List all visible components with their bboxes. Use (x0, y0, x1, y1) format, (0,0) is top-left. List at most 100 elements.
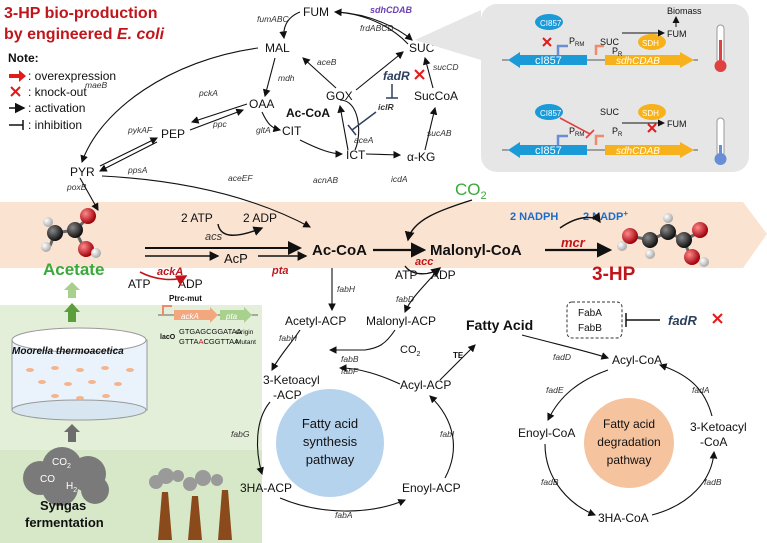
metabolite-2atp: 2 ATP (181, 211, 213, 225)
metabolite-ac-coa: Ac-CoA (312, 242, 367, 259)
enzyme-aceb: aceB (317, 57, 337, 67)
main-pathway-band (0, 202, 767, 268)
syngas-label-1: Syngas (40, 498, 86, 513)
enzyme-fumabc: fumABC (257, 14, 290, 24)
syngas-cloud (23, 447, 109, 506)
acka-gene-label: ackA (181, 312, 199, 321)
metabolite-akg: α-KG (407, 150, 435, 164)
enzyme-labels: fumABC frdABCD mdh aceB iclR sucCD sucAB… (66, 14, 459, 192)
overexpression-arrow-icon (9, 70, 26, 82)
enzyme-fadr-top: fadR (383, 69, 410, 83)
sdh-blocked-x-icon (647, 123, 657, 133)
enzyme-fabf: fabF (341, 366, 359, 376)
prm-label-top: PRM (569, 36, 584, 48)
metabolite-nadph: 2 NADPH (510, 211, 558, 223)
prm-promoter-top (556, 44, 568, 55)
enzyme-pta: pta (271, 265, 289, 277)
inhibition-bar-icon (9, 120, 24, 130)
sdhcdab-gene-bottom-label: sdhCDAB (616, 146, 660, 157)
sdh-protein-bottom-label: SDH (642, 109, 659, 118)
metabolite-ac-coa-top: Ac-CoA (286, 106, 330, 120)
metabolite-malonyl-coa: Malonyl-CoA (430, 242, 522, 259)
syngas-label-2: fermentation (25, 515, 104, 530)
faba-fabb-box (566, 301, 623, 339)
thermometer-hot-icon (714, 24, 727, 72)
enzyme-sdhcdab: sdhCDAB (370, 5, 412, 15)
seq-mutant: GTTAACGGTTAA (179, 337, 239, 346)
enzyme-aceef: aceEF (228, 173, 253, 183)
enzyme-mdh: mdh (278, 73, 295, 83)
metabolite-2adp: 2 ADP (243, 211, 277, 225)
metabolite-co2-band: CO2 (455, 180, 487, 202)
legend-inhibition: : inhibition (28, 118, 82, 132)
co2-synthesis: CO2 (400, 344, 421, 358)
enzyme-ppc: ppc (212, 119, 227, 129)
metabolite-acp: AcP (224, 251, 248, 266)
metabolite-mal: MAL (265, 41, 290, 55)
fum-label-top: FUM (667, 29, 687, 39)
title-line2: by engineered E. coli (4, 26, 165, 43)
sdhcdab-gene-top-label: sdhCDAB (616, 56, 660, 67)
enzyme-glta: gltA (256, 125, 271, 135)
up-arrow-dark-icon (64, 303, 80, 322)
synthesis-center-3: pathway (306, 452, 355, 467)
fum-label-bottom: FUM (667, 119, 687, 129)
tca-arrows (79, 8, 438, 228)
mutant-label: Mutant (236, 339, 256, 346)
enzyme-fabg: fabG (231, 429, 250, 439)
circuit-callout (415, 10, 481, 60)
enzyme-ppsa: ppsA (127, 165, 148, 175)
degradation-enzymes: fadD fadE fadA fadB fadB (541, 352, 722, 487)
enzyme-pykaf: pykAF (127, 125, 153, 135)
enzyme-fadd: fadD (553, 352, 571, 362)
acyl-acp: Acyl-ACP (400, 378, 451, 392)
enzyme-fada: fadA (692, 385, 710, 395)
thermometer-cold-icon (714, 117, 727, 165)
ci857-protein-bottom-label: CI857 (540, 109, 562, 118)
pta-gene-label: pta (225, 312, 238, 321)
bioreactor-vessel (11, 327, 148, 421)
ci857-gene-top (508, 52, 587, 68)
enzyme-acea: aceA (354, 135, 374, 145)
enzyme-fadb-left: fadB (541, 477, 559, 487)
ci857-protein-top-label: CI857 (540, 19, 562, 28)
ci857-gene-top-label: cI857 (535, 55, 562, 67)
title-line1: 3-HP bio-production (4, 5, 157, 22)
degradation-center-3: pathway (607, 453, 652, 467)
fadr-knockout-bottom-x-icon (712, 313, 723, 324)
3hp-molecule (617, 213, 709, 267)
pr-promoter-top (594, 44, 604, 55)
sdhcdab-gene-top (605, 52, 694, 68)
enzyme-iclr: iclR (378, 102, 394, 112)
metabolite-labels: FUM MAL SUC OAA GOX Ac-CoA SucCoA PEP CI… (70, 5, 458, 179)
legend-activation: : activation (28, 101, 85, 115)
moorella-label: Moorella thermoacetica (12, 346, 124, 357)
suc-label-top: SUC (600, 37, 620, 47)
enzyme-poxb: poxB (66, 182, 87, 192)
degradation-arrows (521, 334, 718, 517)
acka-arrow (139, 271, 188, 286)
enzyme-fabh-b: fabH (279, 333, 298, 343)
fab-b-protein: FabB (578, 323, 602, 334)
ci857-repression (559, 117, 595, 139)
metabolite-cit: CIT (282, 124, 302, 138)
metabolite-3hp: 3-HP (592, 264, 636, 285)
acyl-coa: Acyl-CoA (612, 353, 662, 367)
main-flux-arrows (145, 199, 613, 278)
enzyme-fabi: fabI (440, 429, 455, 439)
enzyme-acka: ackA (157, 266, 183, 278)
3ha-acp: 3HA-ACP (240, 481, 292, 495)
metabolite-adp: ADP (178, 277, 203, 291)
enzyme-mcr: mcr (561, 235, 586, 250)
ci857-gene-bottom (508, 142, 587, 158)
syngas-co: CO (40, 474, 55, 485)
synthesis-enzymes: fabH fabD fabH fabB fabF fabG fabA fabI (231, 284, 455, 520)
malonyl-acp: Malonyl-ACP (366, 314, 436, 328)
smokestacks-icon (149, 468, 232, 540)
enzyme-fade: fadE (546, 385, 564, 395)
prm-promoter-bottom (556, 134, 568, 145)
metabolite-nadp: 2 NADP+ (583, 209, 628, 223)
enzyme-sucab: sucAB (427, 128, 452, 138)
iclr-inhibition (347, 84, 398, 136)
